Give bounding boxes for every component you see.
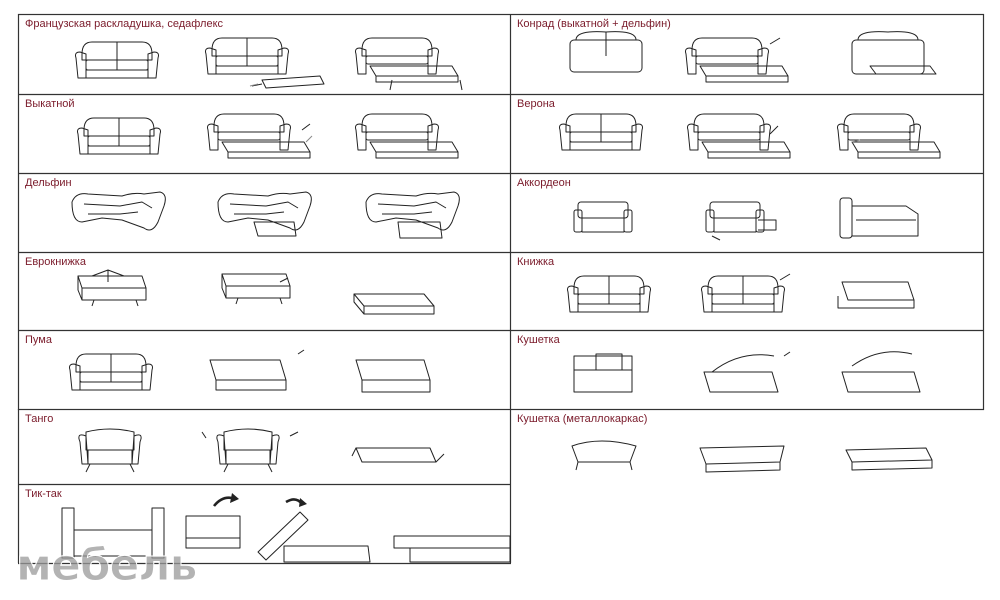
mechanism-title: Конрад (выкатной + дельфин)	[517, 18, 671, 30]
cell-tango: Танго	[19, 410, 510, 484]
mechanism-title: Книжка	[517, 256, 555, 268]
mechanism-title: Верона	[517, 98, 555, 110]
watermark-text: мебель	[16, 540, 196, 588]
mechanism-title: Аккордеон	[517, 177, 571, 189]
cell-vykat: Выкатной	[19, 95, 510, 173]
mechanism-title: Дельфин	[25, 177, 72, 189]
mechanism-title: Выкатной	[25, 98, 75, 110]
cell-knizhka: Книжка	[511, 253, 983, 330]
mechanism-title: Танго	[25, 413, 54, 425]
cell-puma: Пума	[19, 331, 510, 409]
cell-evro: Еврокнижка	[19, 253, 510, 330]
cell-konrad: Конрад (выкатной + дельфин)	[511, 15, 983, 94]
mechanism-title: Пума	[25, 334, 52, 346]
cell-fr: Французская раскладушка, седафлекс	[19, 15, 510, 94]
mechanism-title: Тик-так	[25, 488, 62, 500]
cell-delfin: Дельфин	[19, 174, 510, 252]
mechanism-title: Французская раскладушка, седафлекс	[25, 18, 224, 30]
cell-verona: Верона	[511, 95, 983, 173]
mechanism-title: Еврокнижка	[25, 256, 86, 268]
cell-akkord: Аккордеон	[511, 174, 983, 252]
cell-tiktak: Тик-так	[19, 485, 510, 563]
mechanism-title: Кушетка (металлокаркас)	[517, 413, 648, 425]
brand-watermark: мебель	[14, 540, 210, 588]
cell-kush-metal: Кушетка (металлокаркас)	[511, 410, 983, 484]
cell-kushetka: Кушетка	[511, 331, 983, 409]
mechanism-title: Кушетка	[517, 334, 560, 346]
